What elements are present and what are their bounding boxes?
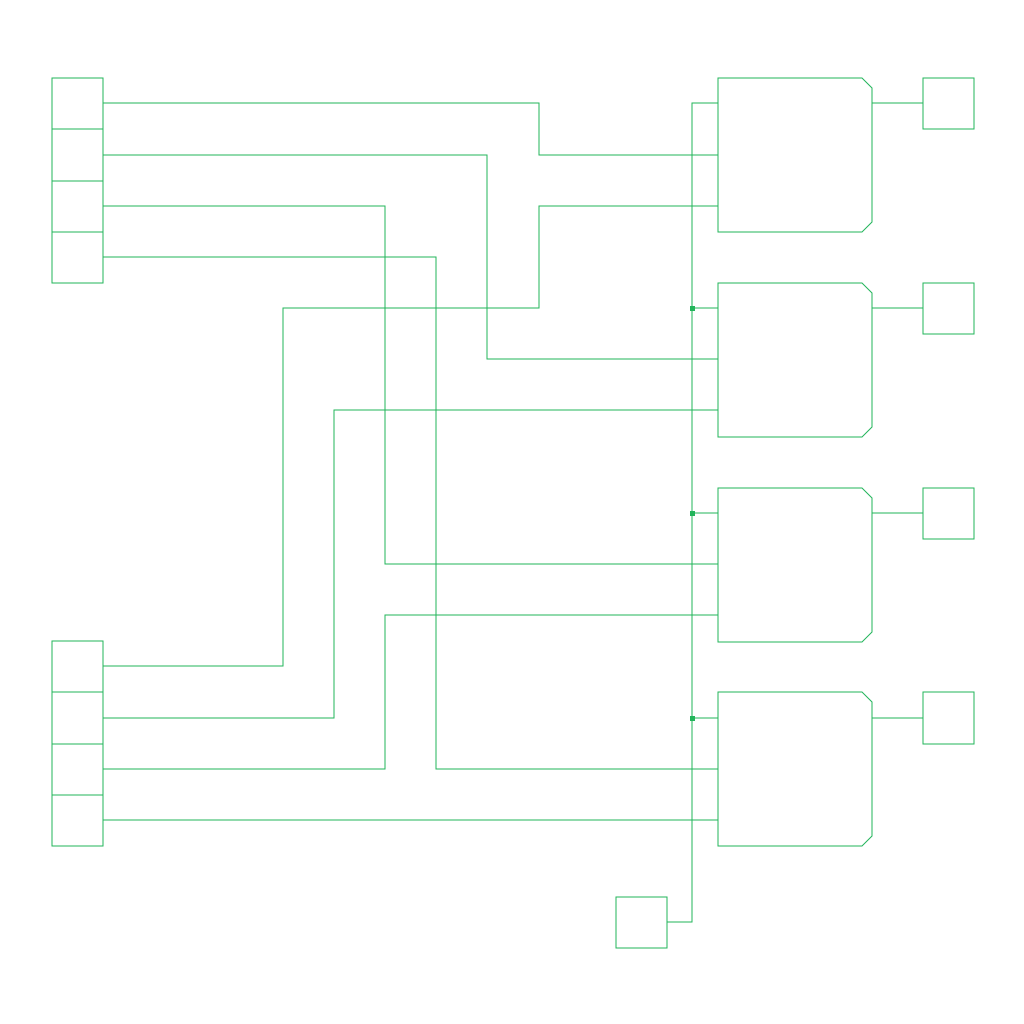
output-ports bbox=[922, 77, 975, 745]
control-port[interactable] bbox=[615, 896, 668, 949]
gate-3[interactable] bbox=[717, 487, 873, 643]
input-b-pin-4[interactable] bbox=[51, 794, 104, 847]
gate-4[interactable] bbox=[717, 691, 873, 847]
output-port-3[interactable] bbox=[922, 487, 975, 540]
input-a-pin-3[interactable] bbox=[51, 180, 104, 233]
input-bus-a bbox=[51, 77, 104, 284]
wire-a1-gate1 bbox=[103, 102, 718, 156]
input-bus-b bbox=[51, 640, 104, 847]
junctions bbox=[690, 306, 695, 721]
gates bbox=[717, 77, 873, 847]
wire-a2-gate2 bbox=[103, 154, 718, 360]
junction-dot bbox=[690, 511, 695, 516]
wire-b2-gate2 bbox=[103, 409, 718, 719]
input-a-pin-2[interactable] bbox=[51, 128, 104, 182]
gate-1[interactable] bbox=[717, 77, 873, 233]
input-b-pin-1[interactable] bbox=[51, 640, 104, 693]
output-port-4[interactable] bbox=[922, 691, 975, 745]
wire-a4-gate4 bbox=[103, 256, 718, 770]
wire-b3-gate3 bbox=[103, 614, 718, 770]
output-port-1[interactable] bbox=[922, 77, 975, 130]
wire-b1-gate1 bbox=[103, 205, 718, 667]
gate-2[interactable] bbox=[717, 282, 873, 438]
input-b-pin-3[interactable] bbox=[51, 743, 104, 796]
input-a-pin-4[interactable] bbox=[51, 231, 104, 284]
junction-dot bbox=[690, 716, 695, 721]
output-port-2[interactable] bbox=[922, 282, 975, 335]
wire-a3-gate3 bbox=[103, 205, 718, 565]
wires bbox=[103, 102, 923, 923]
junction-dot bbox=[690, 306, 695, 311]
input-a-pin-1[interactable] bbox=[51, 77, 104, 130]
input-b-pin-2[interactable] bbox=[51, 691, 104, 745]
